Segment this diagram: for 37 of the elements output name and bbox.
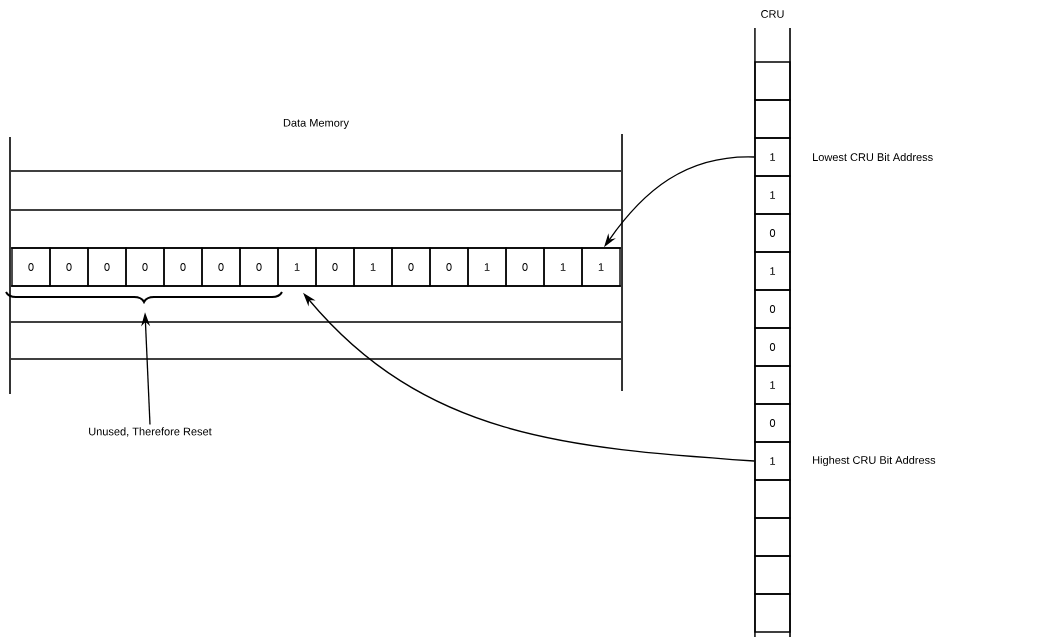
bit-cell: 1	[277, 247, 317, 287]
annotation: Unused, Therefore Reset	[89, 427, 212, 437]
bit-cell: 0	[87, 247, 127, 287]
bit-cell: 0	[754, 327, 791, 367]
bit-cell: 0	[429, 247, 469, 287]
empty-cell	[754, 593, 791, 633]
bit-cell: 1	[543, 247, 583, 287]
bit-cell: 0	[315, 247, 355, 287]
bit-cell: 0	[125, 247, 165, 287]
bit-cell: 1	[754, 441, 791, 481]
bit-cell: 1	[754, 175, 791, 215]
bit-cell: 0	[754, 289, 791, 329]
cell-label: Highest CRU Bit Address	[813, 455, 936, 467]
heading: CRU	[761, 10, 784, 18]
bit-cell: 1	[754, 137, 791, 177]
cell-label: Lowest CRU Bit Address	[813, 152, 933, 162]
heading: Data Memory	[283, 119, 349, 129]
bit-cell: 0	[391, 247, 431, 287]
empty-cell	[754, 99, 791, 139]
bit-cell: 0	[505, 247, 545, 287]
bit-cell: 0	[754, 403, 791, 443]
bit-cell: 1	[353, 247, 393, 287]
bit-cell: 0	[239, 247, 279, 287]
bit-cell: 1	[754, 251, 791, 291]
bit-cell: 0	[163, 247, 203, 287]
curly-brace	[5, 291, 283, 303]
bit-cell: 0	[754, 213, 791, 253]
empty-cell	[754, 479, 791, 519]
bit-cell: 0	[49, 247, 89, 287]
empty-cell	[754, 61, 791, 101]
bit-cell: 1	[581, 247, 621, 287]
empty-cell	[754, 517, 791, 557]
bit-cell: 0	[201, 247, 241, 287]
empty-cell	[754, 555, 791, 595]
bit-cell: 1	[467, 247, 507, 287]
bit-cell: 1	[754, 365, 791, 405]
bit-cell: 0	[11, 247, 51, 287]
